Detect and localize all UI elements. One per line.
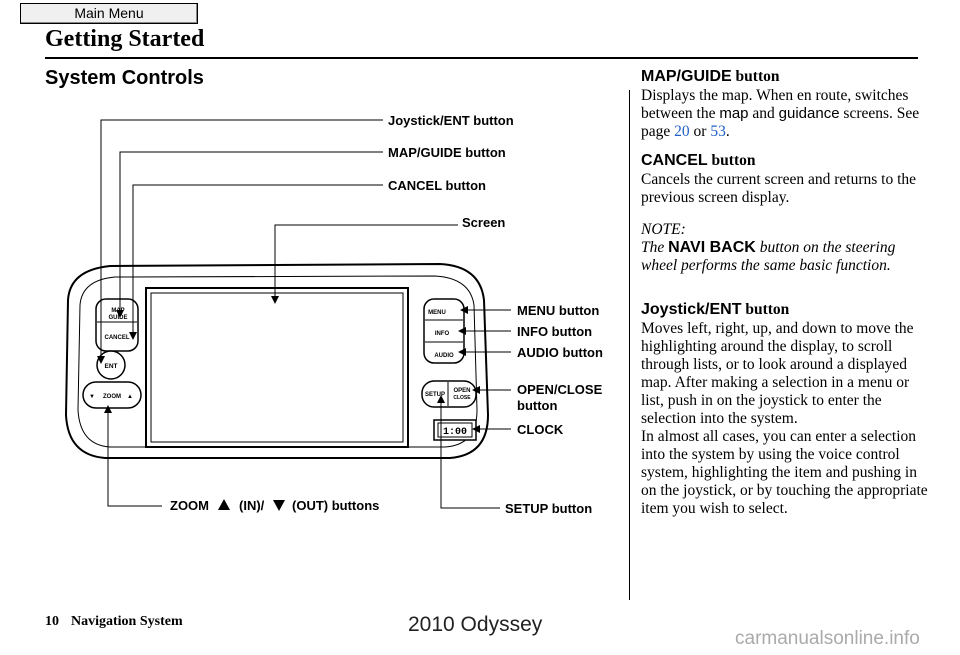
callout-zoom-in: (IN)/ (239, 498, 265, 513)
cancel-heading-suffix: button (711, 152, 756, 169)
callout-cancel: CANCEL button (388, 178, 486, 193)
clock-readout: 1:00 (443, 427, 467, 438)
cancel-section: CANCEL button Cancels the current screen… (641, 152, 931, 275)
map-guide-guidance-term: guidance (778, 105, 840, 122)
unit-label-open: OPEN (453, 388, 470, 394)
unit-label-cancel: CANCEL (105, 335, 130, 341)
callout-screen: Screen (462, 215, 505, 230)
unit-label-ent: ENT (105, 363, 118, 370)
callout-map-guide: MAP/GUIDE button (388, 145, 506, 160)
joystick-text-2: In almost all cases, you can enter a sel… (641, 428, 928, 517)
map-guide-and: and (752, 105, 775, 122)
page-number: 10 (45, 614, 59, 629)
setup-open-close-pad[interactable] (421, 380, 477, 408)
unit-bezel-inner (77, 275, 478, 448)
note-the: The (641, 239, 665, 256)
cancel-text: Cancels the current screen and returns t… (641, 171, 917, 206)
callout-menu: MENU button (517, 303, 599, 318)
map-guide-map-term: map (719, 105, 749, 122)
joystick-section: Joystick/ENT button Moves left, right, u… (641, 301, 931, 518)
callout-zoom-out: (OUT) buttons (292, 498, 379, 513)
footer-system: Navigation System (71, 614, 183, 629)
unit-label-guide: GUIDE (108, 315, 127, 321)
zoom-rocker[interactable] (82, 381, 142, 409)
page-link-53[interactable]: 53 (710, 123, 726, 140)
joystick-heading-suffix: button (745, 301, 790, 318)
footer-left: 10 Navigation System (45, 614, 183, 630)
column-divider (629, 90, 630, 600)
unit-label-zoom: ZOOM (103, 394, 121, 400)
cancel-heading: CANCEL (641, 152, 708, 169)
svg-text:▲: ▲ (127, 394, 133, 400)
header-rule (45, 57, 918, 59)
callout-joystick: Joystick/ENT button (388, 113, 514, 128)
callout-clock: CLOCK (517, 422, 564, 437)
joystick-text-1: Moves left, right, up, and down to move … (641, 320, 914, 427)
map-guide-heading-suffix: button (735, 68, 780, 85)
unit-label-info: INFO (435, 331, 450, 337)
callout-audio: AUDIO button (517, 345, 603, 360)
joystick-heading: Joystick/ENT (641, 301, 742, 318)
nav-unit-diagram: MAP GUIDE CANCEL ENT ZOOM MENU INFO AUDI… (64, 113, 603, 516)
callout-open-close: OPEN/CLOSE (517, 382, 603, 397)
unit-label-close: CLOSE (453, 395, 471, 401)
page-title: System Controls (45, 67, 204, 89)
map-guide-text-2: screens. See page (641, 105, 920, 140)
section-heading: Getting Started (45, 26, 205, 52)
map-guide-text: Displays the map. When en route, switche… (641, 87, 909, 122)
unit-label-setup: SETUP (425, 392, 445, 398)
watermark: carmanualsonline.info (735, 628, 920, 649)
svg-text:▼: ▼ (89, 394, 95, 400)
zoom-down-triangle-icon (273, 500, 285, 511)
map-guide-section: MAP/GUIDE button Displays the map. When … (641, 68, 920, 140)
unit-label-menu: MENU (428, 310, 446, 316)
callout-zoom: ZOOM (170, 498, 209, 513)
navi-back-term: NAVI BACK (668, 239, 756, 256)
note-label: NOTE: (641, 221, 686, 238)
callout-open-close-2: button (517, 398, 557, 413)
map-guide-heading: MAP/GUIDE (641, 68, 732, 85)
display-screen (145, 287, 409, 448)
page-link-20[interactable]: 20 (674, 123, 690, 140)
footer-model: 2010 Odyssey (408, 613, 543, 636)
main-menu-button[interactable]: Main Menu (20, 3, 198, 24)
callout-info: INFO button (517, 324, 592, 339)
map-guide-cancel-pad[interactable] (95, 298, 139, 352)
callout-setup: SETUP button (505, 501, 592, 516)
unit-label-audio: AUDIO (434, 353, 454, 359)
note-text: button on the steering wheel performs th… (641, 239, 896, 274)
map-guide-or: or (693, 123, 707, 140)
zoom-up-triangle-icon (218, 499, 230, 510)
